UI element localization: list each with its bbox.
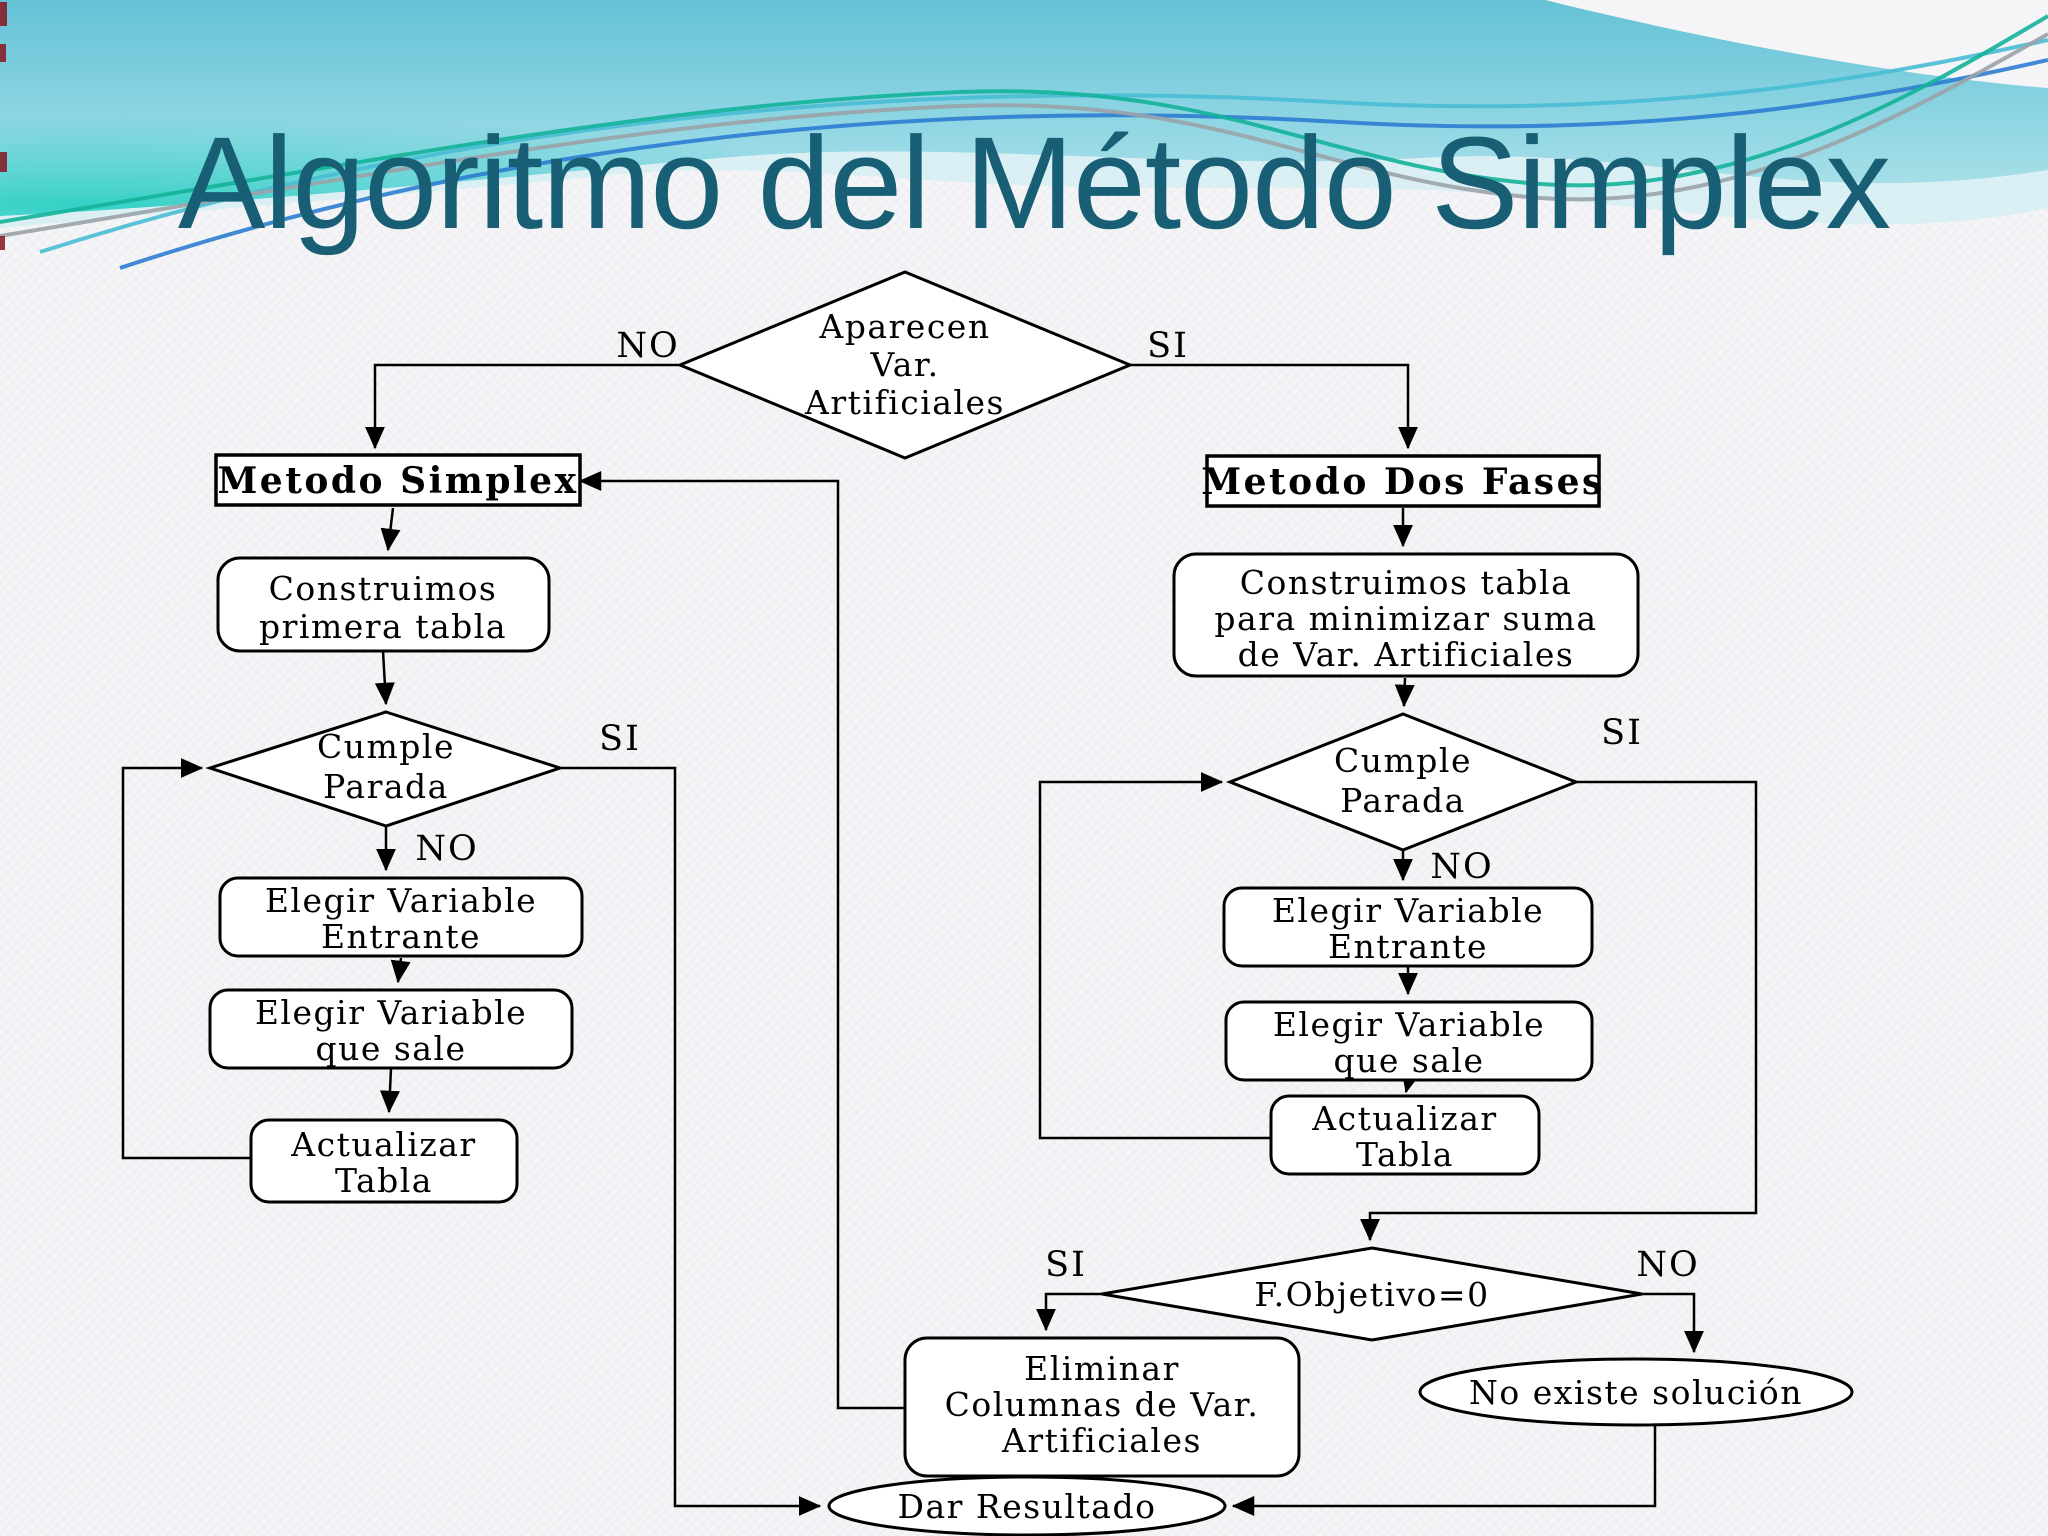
branch-label-aparecen-no: NO <box>616 326 679 366</box>
process-construimos-primera <box>216 556 551 653</box>
edge-objetivo-si <box>1036 1292 1102 1332</box>
edge-nosol-to-resultado <box>1231 1425 1657 1516</box>
process-elegir-sale-left-line1: Elegir Variable <box>255 993 527 1032</box>
process-eliminar-line3: Artificiales <box>1001 1421 1202 1460</box>
process-elegir-sale-right <box>1224 1000 1594 1082</box>
process-construimos-primera-line2: primera tabla <box>259 607 507 646</box>
process-construimos-tabla-line2: para minimizar suma <box>1214 599 1597 638</box>
edge-eliminar-to-simplex <box>578 471 905 1410</box>
process-elegir-sale-left-line2: que sale <box>315 1029 466 1068</box>
process-construimos-tabla-line1: Construimos tabla <box>1240 563 1573 602</box>
process-elegir-entrante-left <box>218 876 584 958</box>
process-construimos-primera-line1: Construimos <box>269 569 498 608</box>
accent-line-gray <box>0 32 2048 238</box>
process-elegir-entrante-left-line1: Elegir Variable <box>265 881 537 920</box>
process-actualizar-right-line1: Actualizar <box>1311 1099 1497 1138</box>
process-eliminar-columnas <box>903 1336 1301 1478</box>
decision-cumple-parada-right <box>1225 712 1581 852</box>
terminal-no-existe-solucion <box>1418 1357 1854 1427</box>
process-metodo-dos-fases <box>1205 454 1601 508</box>
terminal-dar-resultado <box>827 1475 1227 1536</box>
decision-cumple-right-line2: Parada <box>1340 781 1466 820</box>
left-edge-artifacts <box>0 2 7 250</box>
process-actualizar-right-line2: Tabla <box>1356 1135 1454 1174</box>
decision-aparecen-var-artificiales <box>676 270 1134 460</box>
flowchart: Aparecen Var. Artificiales NO SI Metodo … <box>121 270 1854 1536</box>
header-wave <box>0 0 2048 270</box>
decision-aparecen-line1: Aparecen <box>818 307 990 346</box>
wave-turquoise-glow <box>0 0 2048 216</box>
edge-sale-to-actualizar-left <box>379 1067 400 1114</box>
process-actualizar-left-line1: Actualizar <box>290 1125 476 1164</box>
edge-objetivo-no <box>1642 1292 1704 1354</box>
process-eliminar-line2: Columnas de Var. <box>945 1385 1260 1424</box>
accent-line-cyan <box>39 38 2048 254</box>
accent-line-green <box>0 14 2048 224</box>
branch-label-objetivo-si: SI <box>1045 1245 1087 1285</box>
wave-secondary-ribbon <box>0 151 2048 228</box>
process-actualizar-tabla-right <box>1269 1094 1541 1176</box>
edge-sale-to-actualizar-right <box>1401 1068 1421 1094</box>
decision-cumple-left-line1: Cumple <box>317 727 455 766</box>
edge-aparecen-si <box>1130 363 1418 450</box>
process-metodo-simplex <box>214 453 582 507</box>
page-title: Algoritmo del Método Simplex <box>178 109 1891 256</box>
branch-label-cumple-left-si: SI <box>599 719 641 759</box>
edge-cumple-left-si <box>560 766 822 1516</box>
decision-cumple-parada-left <box>205 710 565 828</box>
branch-label-objetivo-no: NO <box>1636 1245 1699 1285</box>
branch-label-cumple-right-no: NO <box>1430 847 1493 887</box>
edge-loop-right <box>1038 772 1271 1140</box>
terminal-dar-resultado-label: Dar Resultado <box>898 1487 1157 1526</box>
process-elegir-sale-right-line2: que sale <box>1333 1041 1484 1080</box>
edge-loop-left <box>121 758 251 1160</box>
process-elegir-sale-right-line1: Elegir Variable <box>1273 1005 1545 1044</box>
edge-construimos-to-cumple-left <box>374 650 395 706</box>
process-metodo-dos-fases-label: Metodo Dos Fases <box>1201 461 1605 503</box>
decision-cumple-left-line2: Parada <box>323 767 449 806</box>
terminal-no-existe-label: No existe solución <box>1469 1373 1803 1412</box>
process-elegir-entrante-right-line1: Elegir Variable <box>1272 891 1544 930</box>
process-elegir-sale-left <box>208 988 574 1070</box>
branch-label-aparecen-si: SI <box>1147 326 1189 366</box>
process-actualizar-tabla-left <box>249 1118 519 1204</box>
edge-aparecen-no <box>365 363 680 450</box>
process-construimos-tabla <box>1172 552 1640 678</box>
process-actualizar-left-line2: Tabla <box>335 1161 433 1200</box>
decision-aparecen-line2: Var. <box>869 345 939 384</box>
branch-label-cumple-left-no: NO <box>415 829 478 869</box>
edge-entrante-to-sale-left <box>390 957 411 984</box>
decision-f-objetivo <box>1101 1246 1643 1342</box>
decision-cumple-right-line1: Cumple <box>1334 741 1472 780</box>
process-elegir-entrante-left-line2: Entrante <box>321 917 481 956</box>
process-construimos-tabla-line3: de Var. Artificiales <box>1238 635 1575 674</box>
process-metodo-simplex-label: Metodo Simplex <box>217 460 578 502</box>
decision-f-objetivo-label: F.Objetivo=0 <box>1254 1275 1489 1314</box>
edge-cumple-right-si <box>1360 780 1758 1242</box>
edge-tabla-to-cumple-right <box>1394 677 1415 708</box>
process-elegir-entrante-right-line2: Entrante <box>1328 927 1488 966</box>
process-eliminar-line1: Eliminar <box>1024 1349 1180 1388</box>
edge-simplex-to-construimos <box>380 507 401 552</box>
decision-aparecen-line3: Artificiales <box>804 383 1005 422</box>
process-elegir-entrante-right <box>1222 886 1594 968</box>
branch-label-cumple-right-si: SI <box>1601 713 1643 753</box>
